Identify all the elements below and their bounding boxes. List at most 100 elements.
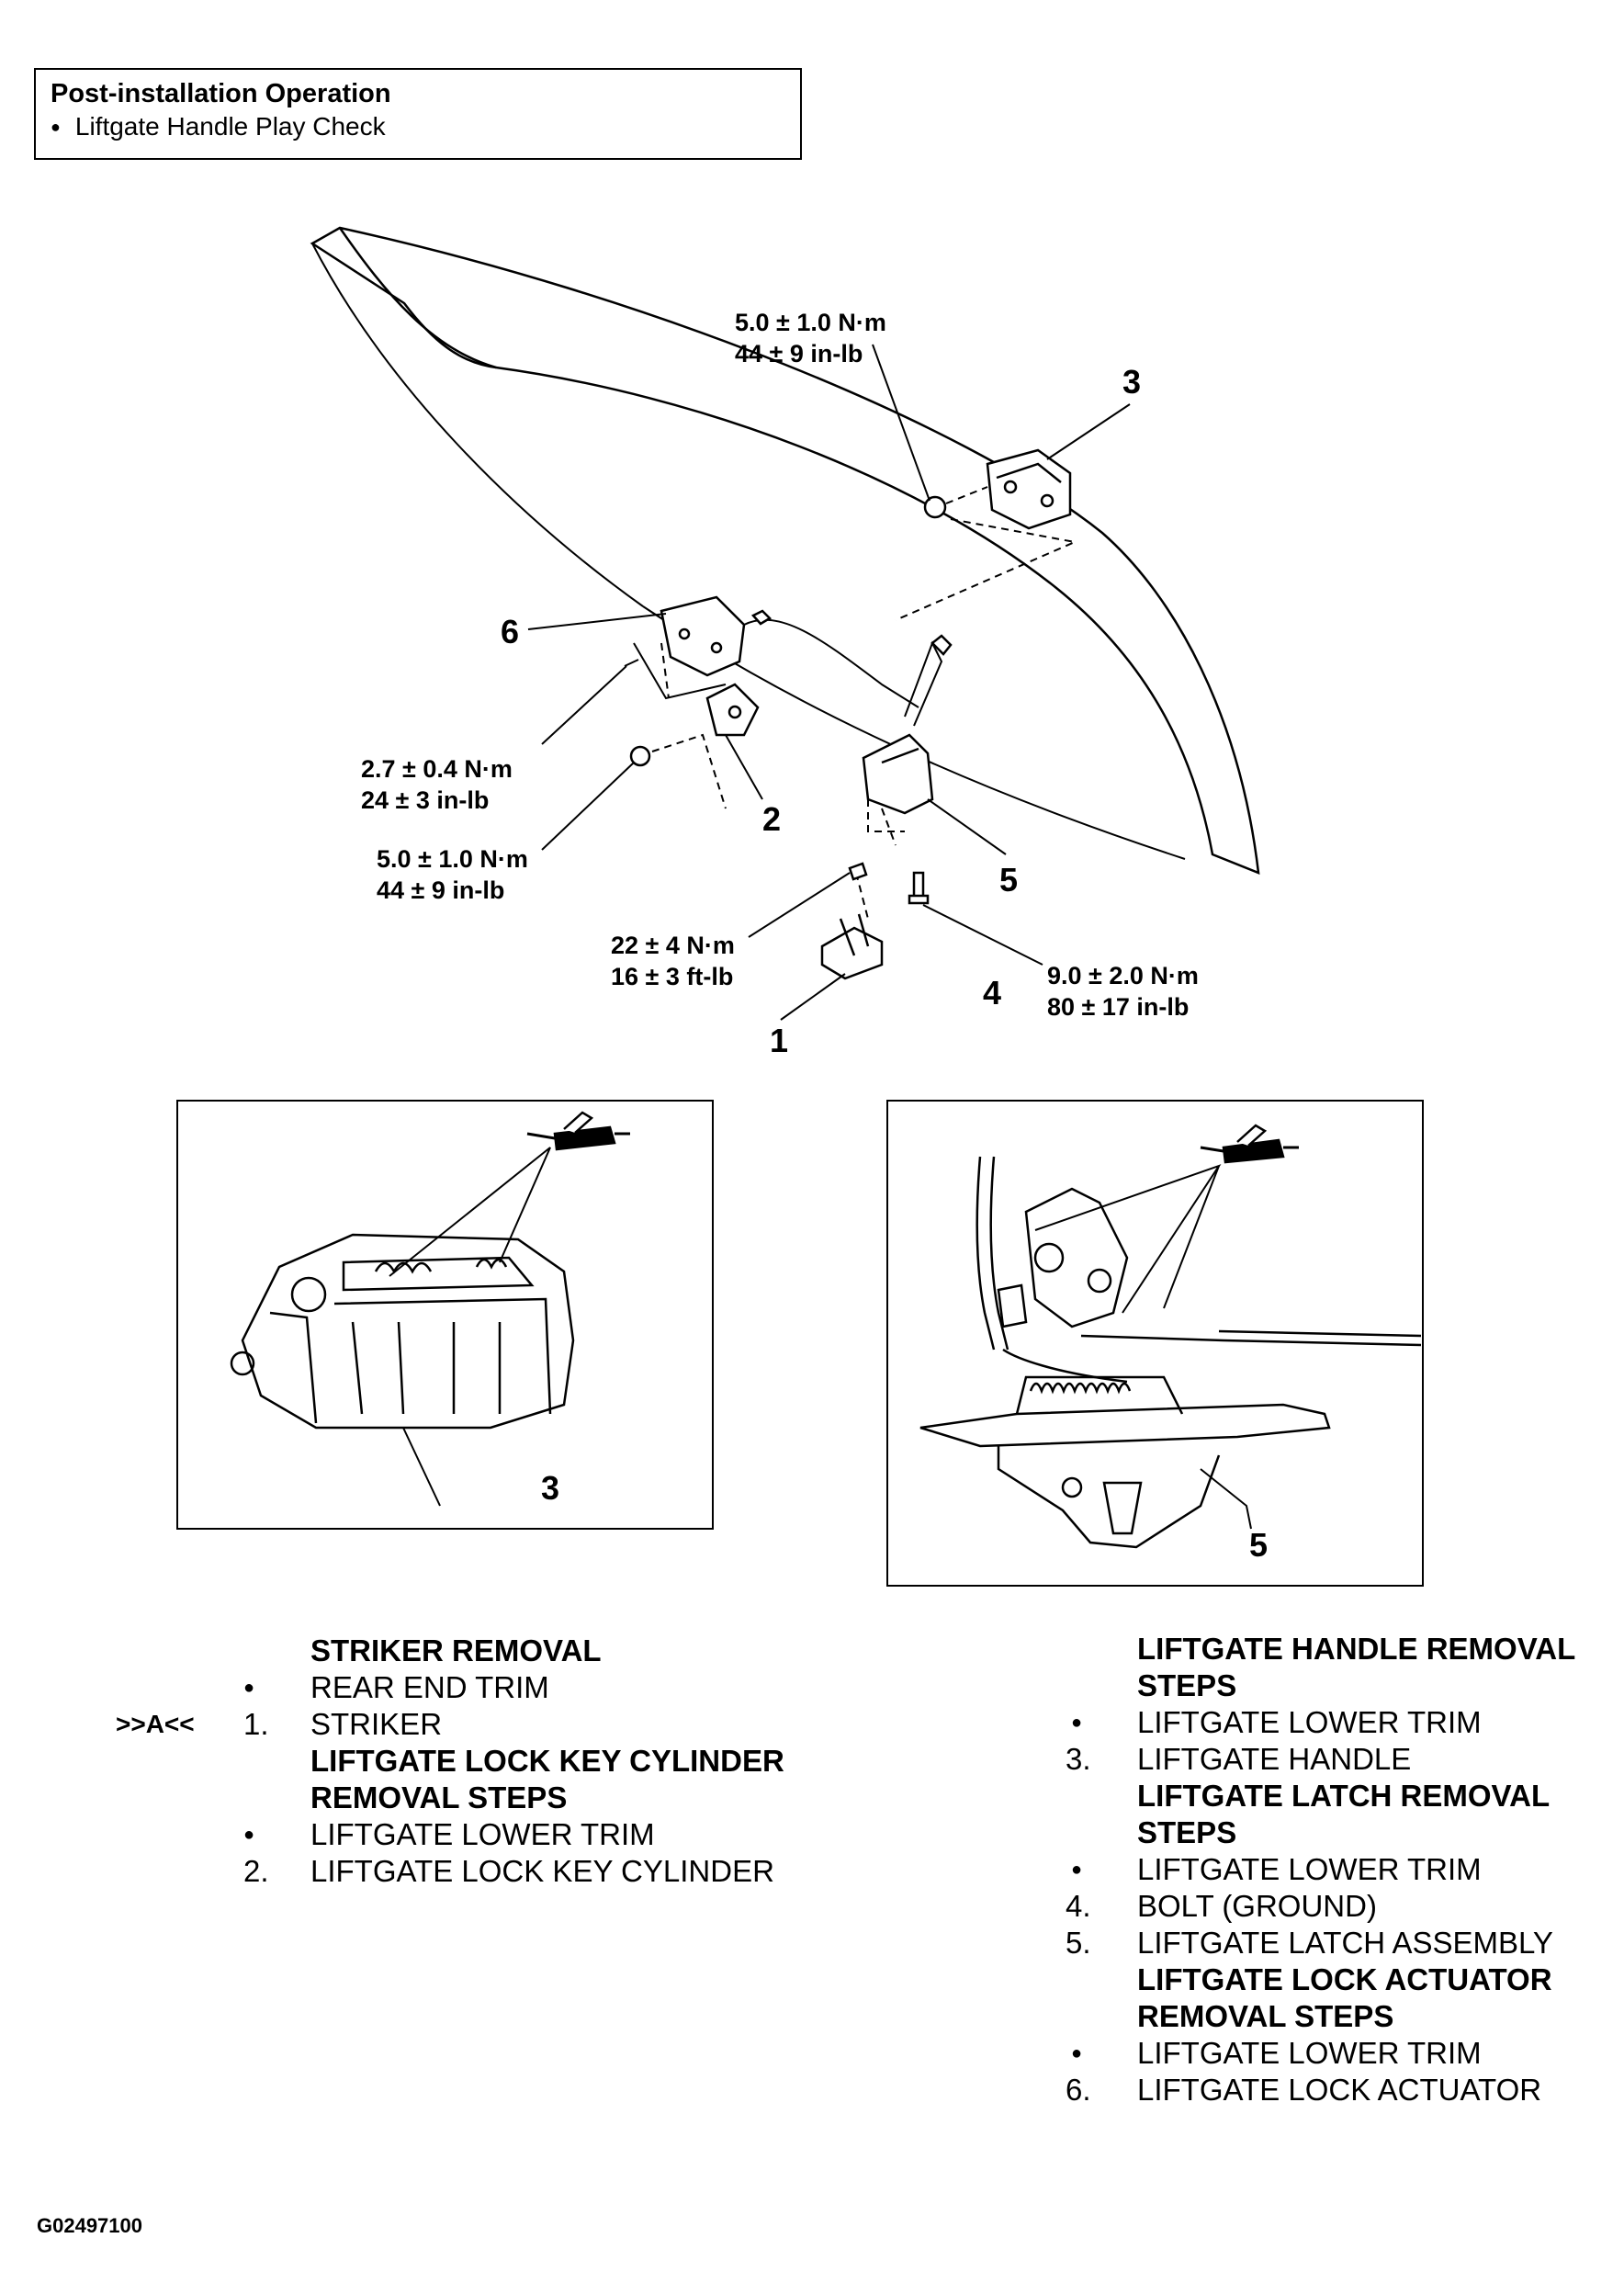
procedure-row: ● LIFTGATE LOWER TRIM — [1066, 2035, 1617, 2072]
procedure-row: 4. BOLT (GROUND) — [1066, 1888, 1617, 1925]
torque-imperial: 44 ± 9 in-lb — [377, 876, 505, 904]
torque-metric: 22 ± 4 N·m — [611, 932, 735, 959]
torque-label-part-6: 2.7 ± 0.4 N·m 24 ± 3 in-lb — [361, 753, 513, 816]
post-installation-item: ● Liftgate Handle Play Check — [51, 112, 386, 141]
callout-2: 2 — [762, 800, 782, 838]
torque-metric: 5.0 ± 1.0 N·m — [735, 309, 886, 336]
step-heading: LIFTGATE LATCH REMOVAL — [1137, 1779, 1551, 1813]
part-2-nut — [629, 745, 651, 767]
step-text: BOLT (GROUND) — [1137, 1889, 1377, 1923]
callout-4: 4 — [983, 974, 1002, 1012]
procedure-row: 5. LIFTGATE LATCH ASSEMBLY — [1066, 1925, 1617, 1961]
procedure-row: REMOVAL STEPS — [1066, 1998, 1617, 2035]
post-installation-item-text: Liftgate Handle Play Check — [74, 112, 386, 141]
step-text: LIFTGATE LOCK KEY CYLINDER — [310, 1854, 774, 1888]
bullet-icon: ● — [1071, 2043, 1083, 2063]
bullet-icon: ● — [51, 118, 61, 136]
step-heading: LIFTGATE LOCK ACTUATOR — [1137, 1962, 1552, 1996]
step-text: LIFTGATE LOCK ACTUATOR — [1137, 2073, 1542, 2107]
procedure-row: STRIKER REMOVAL — [101, 1633, 799, 1669]
step-text: LIFTGATE HANDLE — [1137, 1742, 1412, 1776]
part-3-liftgate-handle — [986, 448, 1072, 530]
right-procedure-list: LIFTGATE HANDLE REMOVAL STEPS ● LIFTGATE … — [1066, 1631, 1617, 2108]
bullet-icon: ● — [243, 1678, 255, 1698]
part-5-latch-assembly — [862, 634, 953, 815]
grease-icon — [553, 1125, 616, 1151]
bullet-icon: ● — [243, 1825, 255, 1845]
step-heading: STRIKER REMOVAL — [310, 1633, 602, 1667]
procedure-row: ● REAR END TRIM — [101, 1669, 799, 1706]
callout-6: 6 — [501, 613, 520, 650]
liftgate-inner-edge — [338, 227, 497, 369]
procedure-row: LIFTGATE LATCH REMOVAL — [1066, 1778, 1617, 1814]
step-heading: STEPS — [1137, 1815, 1237, 1849]
procedure-row: ● LIFTGATE LOWER TRIM — [1066, 1851, 1617, 1888]
torque-imperial: 24 ± 3 in-lb — [361, 786, 490, 814]
step-heading: STEPS — [1137, 1668, 1237, 1702]
step-heading: LIFTGATE LOCK KEY CYLINDER — [310, 1744, 784, 1778]
torque-label-part-3: 5.0 ± 1.0 N·m 44 ± 9 in-lb — [735, 307, 886, 369]
torque-label-part-1: 22 ± 4 N·m 16 ± 3 ft-lb — [611, 930, 735, 992]
post-installation-box: Post-installation Operation ● Liftgate Ha… — [34, 68, 802, 160]
procedure-row: ● LIFTGATE LOWER TRIM — [1066, 1704, 1617, 1741]
procedure-row: LIFTGATE LOCK ACTUATOR — [1066, 1961, 1617, 1998]
torque-imperial: 80 ± 17 in-lb — [1047, 993, 1190, 1021]
step-marker: 1. — [243, 1707, 269, 1741]
step-marker: 5. — [1066, 1926, 1091, 1960]
bullet-icon: ● — [1071, 1712, 1083, 1733]
procedure-row: 3. LIFTGATE HANDLE — [1066, 1741, 1617, 1778]
callout-1: 1 — [770, 1022, 789, 1059]
callout-3: 3 — [1122, 363, 1142, 401]
procedure-row: >>A<< 1. STRIKER — [101, 1706, 799, 1743]
step-marker: 2. — [243, 1854, 269, 1888]
step-heading: REMOVAL STEPS — [310, 1780, 568, 1814]
step-text: LIFTGATE LOWER TRIM — [1137, 1852, 1482, 1886]
step-text: LIFTGATE LOWER TRIM — [310, 1817, 655, 1851]
part-2-key-cylinder — [705, 683, 760, 737]
inset-left-callout: 3 — [541, 1469, 560, 1507]
grease-icon — [1222, 1138, 1285, 1164]
handle-illustration — [230, 1111, 630, 1507]
inset-liftgate-handle: 3 — [176, 1100, 714, 1530]
part-4-bolt — [908, 871, 930, 905]
procedure-row: 6. LIFTGATE LOCK ACTUATOR — [1066, 2072, 1617, 2108]
procedure-row: STEPS — [1066, 1814, 1617, 1851]
step-text: LIFTGATE LOWER TRIM — [1137, 1705, 1482, 1739]
step-text: LIFTGATE LOWER TRIM — [1137, 2036, 1482, 2070]
inset-liftgate-latch: 5 — [886, 1100, 1424, 1587]
step-text: LIFTGATE LATCH ASSEMBLY — [1137, 1926, 1553, 1960]
torque-imperial: 44 ± 9 in-lb — [735, 340, 863, 367]
torque-label-part-2: 5.0 ± 1.0 N·m 44 ± 9 in-lb — [377, 843, 528, 906]
post-installation-title: Post-installation Operation — [51, 79, 391, 108]
left-procedure-list: STRIKER REMOVAL ● REAR END TRIM >>A<< 1. ST… — [101, 1633, 799, 1890]
torque-label-part-4: 9.0 ± 2.0 N·m 80 ± 17 in-lb — [1047, 960, 1199, 1023]
part-1-bolt — [848, 862, 868, 881]
step-text: STRIKER — [310, 1707, 443, 1741]
liftgate-exploded-diagram — [310, 226, 1260, 1021]
latch-illustration — [919, 1124, 1422, 1549]
part-3-nut — [923, 495, 947, 519]
inset-right-callout: 5 — [1249, 1526, 1269, 1564]
step-heading: REMOVAL STEPS — [1137, 1999, 1394, 2033]
figure-id: G02497100 — [37, 2214, 142, 2237]
procedure-row: ● LIFTGATE LOWER TRIM — [101, 1816, 799, 1853]
step-marker: 6. — [1066, 2073, 1091, 2107]
liftgate-panel-outline — [310, 226, 1260, 875]
bullet-icon: ● — [1071, 1859, 1083, 1880]
part-1-striker — [820, 913, 884, 980]
torque-metric: 9.0 ± 2.0 N·m — [1047, 962, 1199, 989]
part-6-lock-actuator — [660, 595, 919, 708]
step-text: REAR END TRIM — [310, 1670, 549, 1704]
torque-metric: 2.7 ± 0.4 N·m — [361, 755, 513, 783]
procedure-row: REMOVAL STEPS — [101, 1780, 799, 1816]
torque-imperial: 16 ± 3 ft-lb — [611, 963, 734, 990]
torque-metric: 5.0 ± 1.0 N·m — [377, 845, 528, 873]
step-marker: 3. — [1066, 1742, 1091, 1776]
procedure-row: 2. LIFTGATE LOCK KEY CYLINDER — [101, 1853, 799, 1890]
step-heading: LIFTGATE HANDLE REMOVAL — [1137, 1632, 1576, 1666]
procedure-row: LIFTGATE HANDLE REMOVAL — [1066, 1631, 1617, 1667]
step-marker: 4. — [1066, 1889, 1091, 1923]
procedure-row: LIFTGATE LOCK KEY CYLINDER — [101, 1743, 799, 1780]
step-reference-tag: >>A<< — [116, 1710, 195, 1738]
callout-5: 5 — [999, 861, 1019, 899]
